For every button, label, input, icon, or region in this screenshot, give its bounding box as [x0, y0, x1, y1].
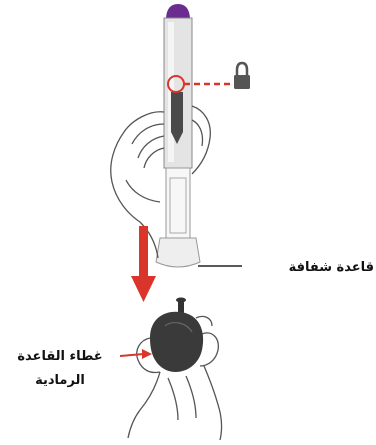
gray-cap-label: غطاء القاعدة الرمادية	[4, 345, 116, 393]
hand-icon	[111, 106, 211, 258]
pen-injector-icon	[156, 4, 200, 267]
lock-icon	[234, 63, 250, 89]
down-arrow-icon	[131, 226, 156, 302]
gray-cap-label-line2: الرمادية	[4, 369, 116, 393]
cap-hand-illustration	[128, 298, 222, 441]
clear-base-label: قاعدة شفافة	[258, 260, 374, 275]
gray-cap-label-line1: غطاء القاعدة	[4, 345, 116, 369]
